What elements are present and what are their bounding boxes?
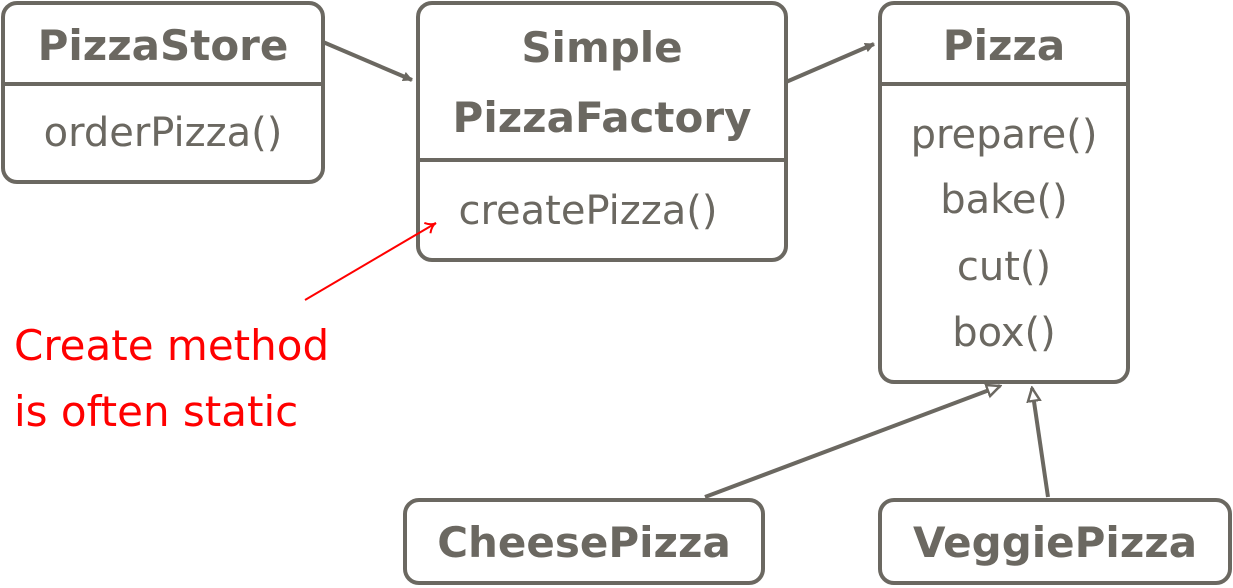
class-name-line1: Simple	[521, 23, 682, 72]
class-name: VeggiePizza	[913, 518, 1197, 567]
method: orderPizza()	[44, 110, 283, 156]
class-cheese-pizza: CheesePizza	[403, 498, 765, 585]
class-pizza-store: PizzaStore orderPizza()	[1, 1, 325, 184]
method: bake()	[940, 177, 1067, 223]
class-pizza: Pizza prepare() bake() cut() box()	[878, 1, 1130, 384]
method: createPizza()	[458, 188, 717, 234]
method: cut()	[957, 244, 1051, 290]
annotation-line1: Create method	[14, 321, 329, 370]
annotation-arrow	[304, 221, 437, 301]
class-name: CheesePizza	[437, 518, 731, 567]
annotation-line2: is often static	[14, 387, 298, 436]
class-name-line2: PizzaFactory	[453, 93, 752, 142]
association-factory-pizza	[785, 42, 875, 84]
inheritance-veggie-pizza	[1032, 388, 1050, 498]
method: prepare()	[911, 112, 1098, 158]
inheritance-cheese-pizza	[704, 386, 1000, 499]
class-simple-pizza-factory: Simple PizzaFactory createPizza()	[416, 1, 788, 262]
class-name: PizzaStore	[38, 21, 289, 70]
class-veggie-pizza: VeggiePizza	[878, 498, 1232, 585]
association-store-factory	[322, 40, 413, 82]
class-name: Pizza	[943, 21, 1065, 70]
method: box()	[952, 310, 1056, 356]
